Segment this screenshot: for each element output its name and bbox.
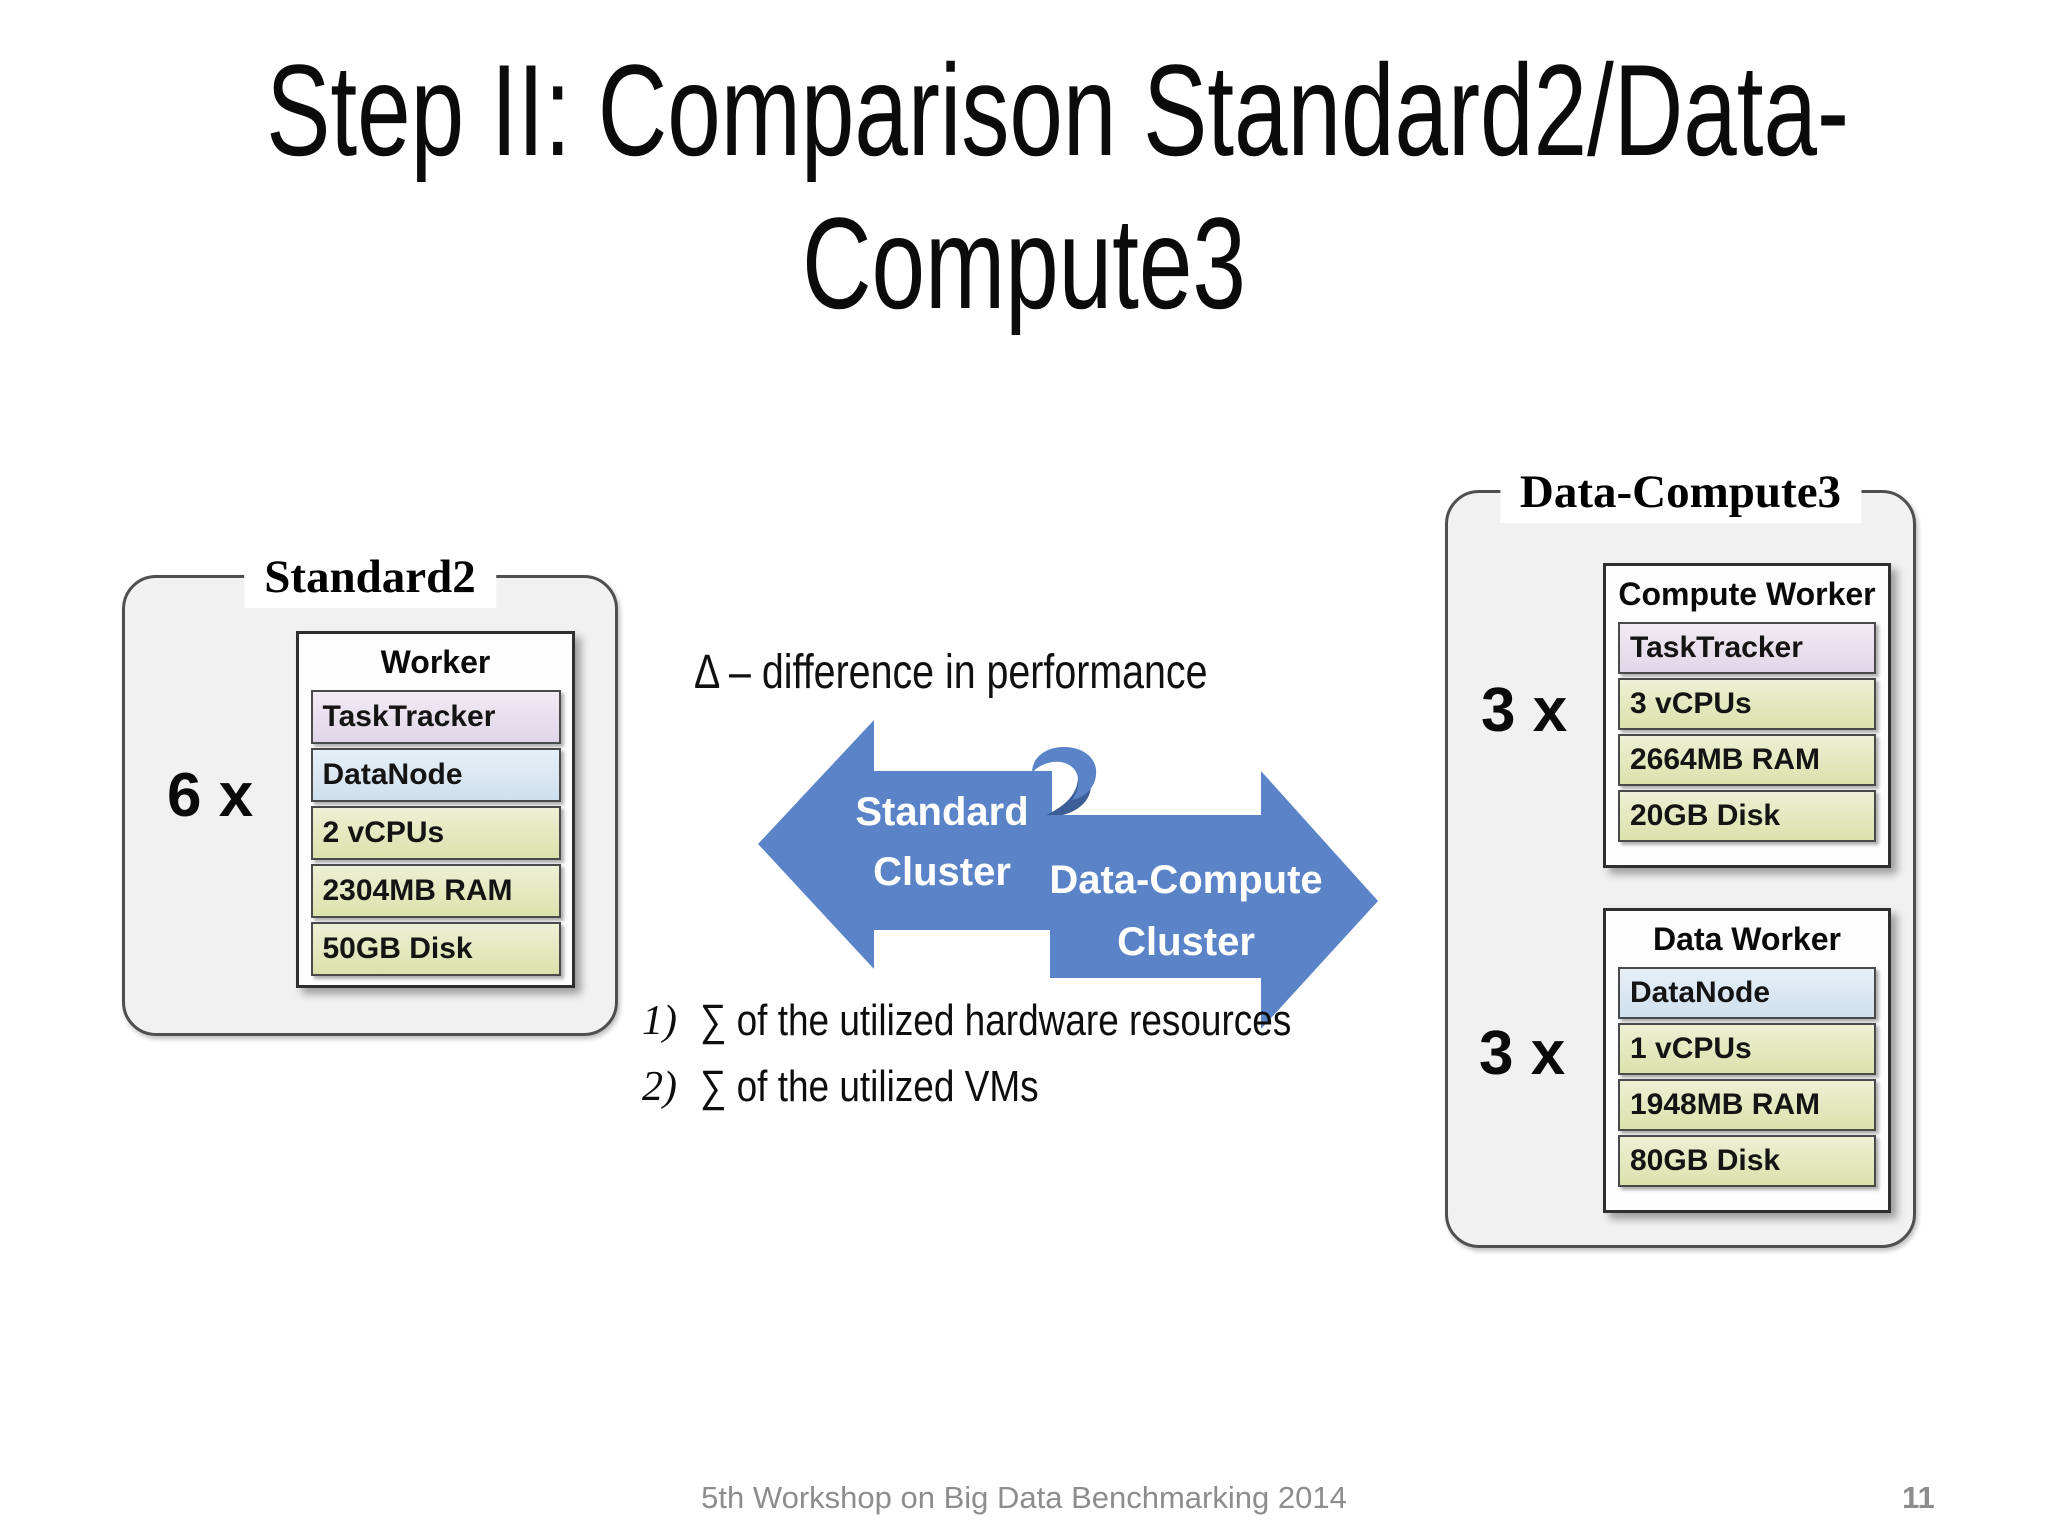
slide-title-line2: Compute3 — [802, 190, 1246, 337]
delta-performance-label: Δ – difference in performance — [694, 646, 1208, 699]
criteria-list: 1) ∑ of the utilized hardware resources … — [642, 988, 1404, 1120]
slide-title-line1: Step II: Comparison Standard2/Data- — [266, 37, 1850, 183]
worker-row-disk: 80GB Disk — [1618, 1135, 1876, 1187]
left-arrow-shape — [758, 720, 1052, 969]
list-item-number: 1) — [642, 998, 677, 1044]
data-compute3-box-title: Data-Compute3 — [1499, 461, 1862, 523]
compute-worker-multiplier: 3 x — [1481, 676, 1568, 745]
slide-title: Step II: Comparison Standard2/Data- Comp… — [266, 34, 1850, 341]
left-arrow-label-line2: Cluster — [873, 850, 1011, 894]
cluster-arrows-graphic: Standard Cluster Data-Compute Cluster — [758, 720, 1378, 1029]
right-arrow-label-line2: Cluster — [1117, 920, 1255, 964]
list-item-text: ∑ of the utilized hardware resources — [700, 996, 1292, 1045]
worker-row-disk: 20GB Disk — [1618, 790, 1876, 842]
worker-row-vcpus: 3 vCPUs — [1618, 678, 1876, 730]
list-item-number: 2) — [642, 1064, 677, 1110]
data-compute3-cluster-box: Data-Compute3 3 x Compute Worker TaskTra… — [1445, 461, 1916, 1248]
standard2-box-title: Standard2 — [244, 546, 496, 608]
worker-row-ram: 2664MB RAM — [1618, 734, 1876, 786]
standard2-worker-panel: Worker TaskTracker DataNode 2 vCPUs 2304… — [296, 631, 575, 988]
standard2-cluster-box: Standard2 6 x Worker TaskTracker DataNod… — [122, 546, 618, 1036]
worker-row-vcpus: 2 vCPUs — [310, 806, 561, 860]
worker-row-datanode: DataNode — [310, 748, 561, 802]
page-number: 11 — [1902, 1480, 1935, 1515]
right-arrow-label-line1: Data-Compute — [1049, 858, 1322, 902]
list-item: 1) ∑ of the utilized hardware resources — [642, 988, 1404, 1054]
worker-panel-title: Worker — [380, 644, 491, 680]
data-worker-title: Data Worker — [1653, 921, 1841, 957]
left-arrow-label-line1: Standard — [855, 790, 1028, 834]
compute-worker-title: Compute Worker — [1618, 576, 1876, 612]
worker-row-ram: 1948MB RAM — [1618, 1079, 1876, 1131]
right-arrow-shape — [1050, 771, 1378, 1029]
standard2-multiplier: 6 x — [167, 761, 254, 830]
compute-worker-panel: Compute Worker TaskTracker 3 vCPUs 2664M… — [1603, 563, 1891, 868]
worker-row-tasktracker: TaskTracker — [310, 690, 561, 744]
data-worker-panel: Data Worker DataNode 1 vCPUs 1948MB RAM … — [1603, 908, 1891, 1213]
worker-row-vcpus: 1 vCPUs — [1618, 1023, 1876, 1075]
list-item-text: ∑ of the utilized VMs — [700, 1062, 1039, 1111]
worker-row-datanode: DataNode — [1618, 967, 1876, 1019]
worker-row-tasktracker: TaskTracker — [1618, 622, 1876, 674]
data-worker-multiplier: 3 x — [1479, 1019, 1566, 1088]
footer-text: 5th Workshop on Big Data Benchmarking 20… — [701, 1480, 1347, 1515]
ribbon-roll — [1032, 747, 1097, 800]
worker-row-ram: 2304MB RAM — [310, 864, 561, 918]
list-item: 2) ∑ of the utilized VMs — [642, 1054, 1404, 1120]
worker-row-disk: 50GB Disk — [310, 922, 561, 976]
